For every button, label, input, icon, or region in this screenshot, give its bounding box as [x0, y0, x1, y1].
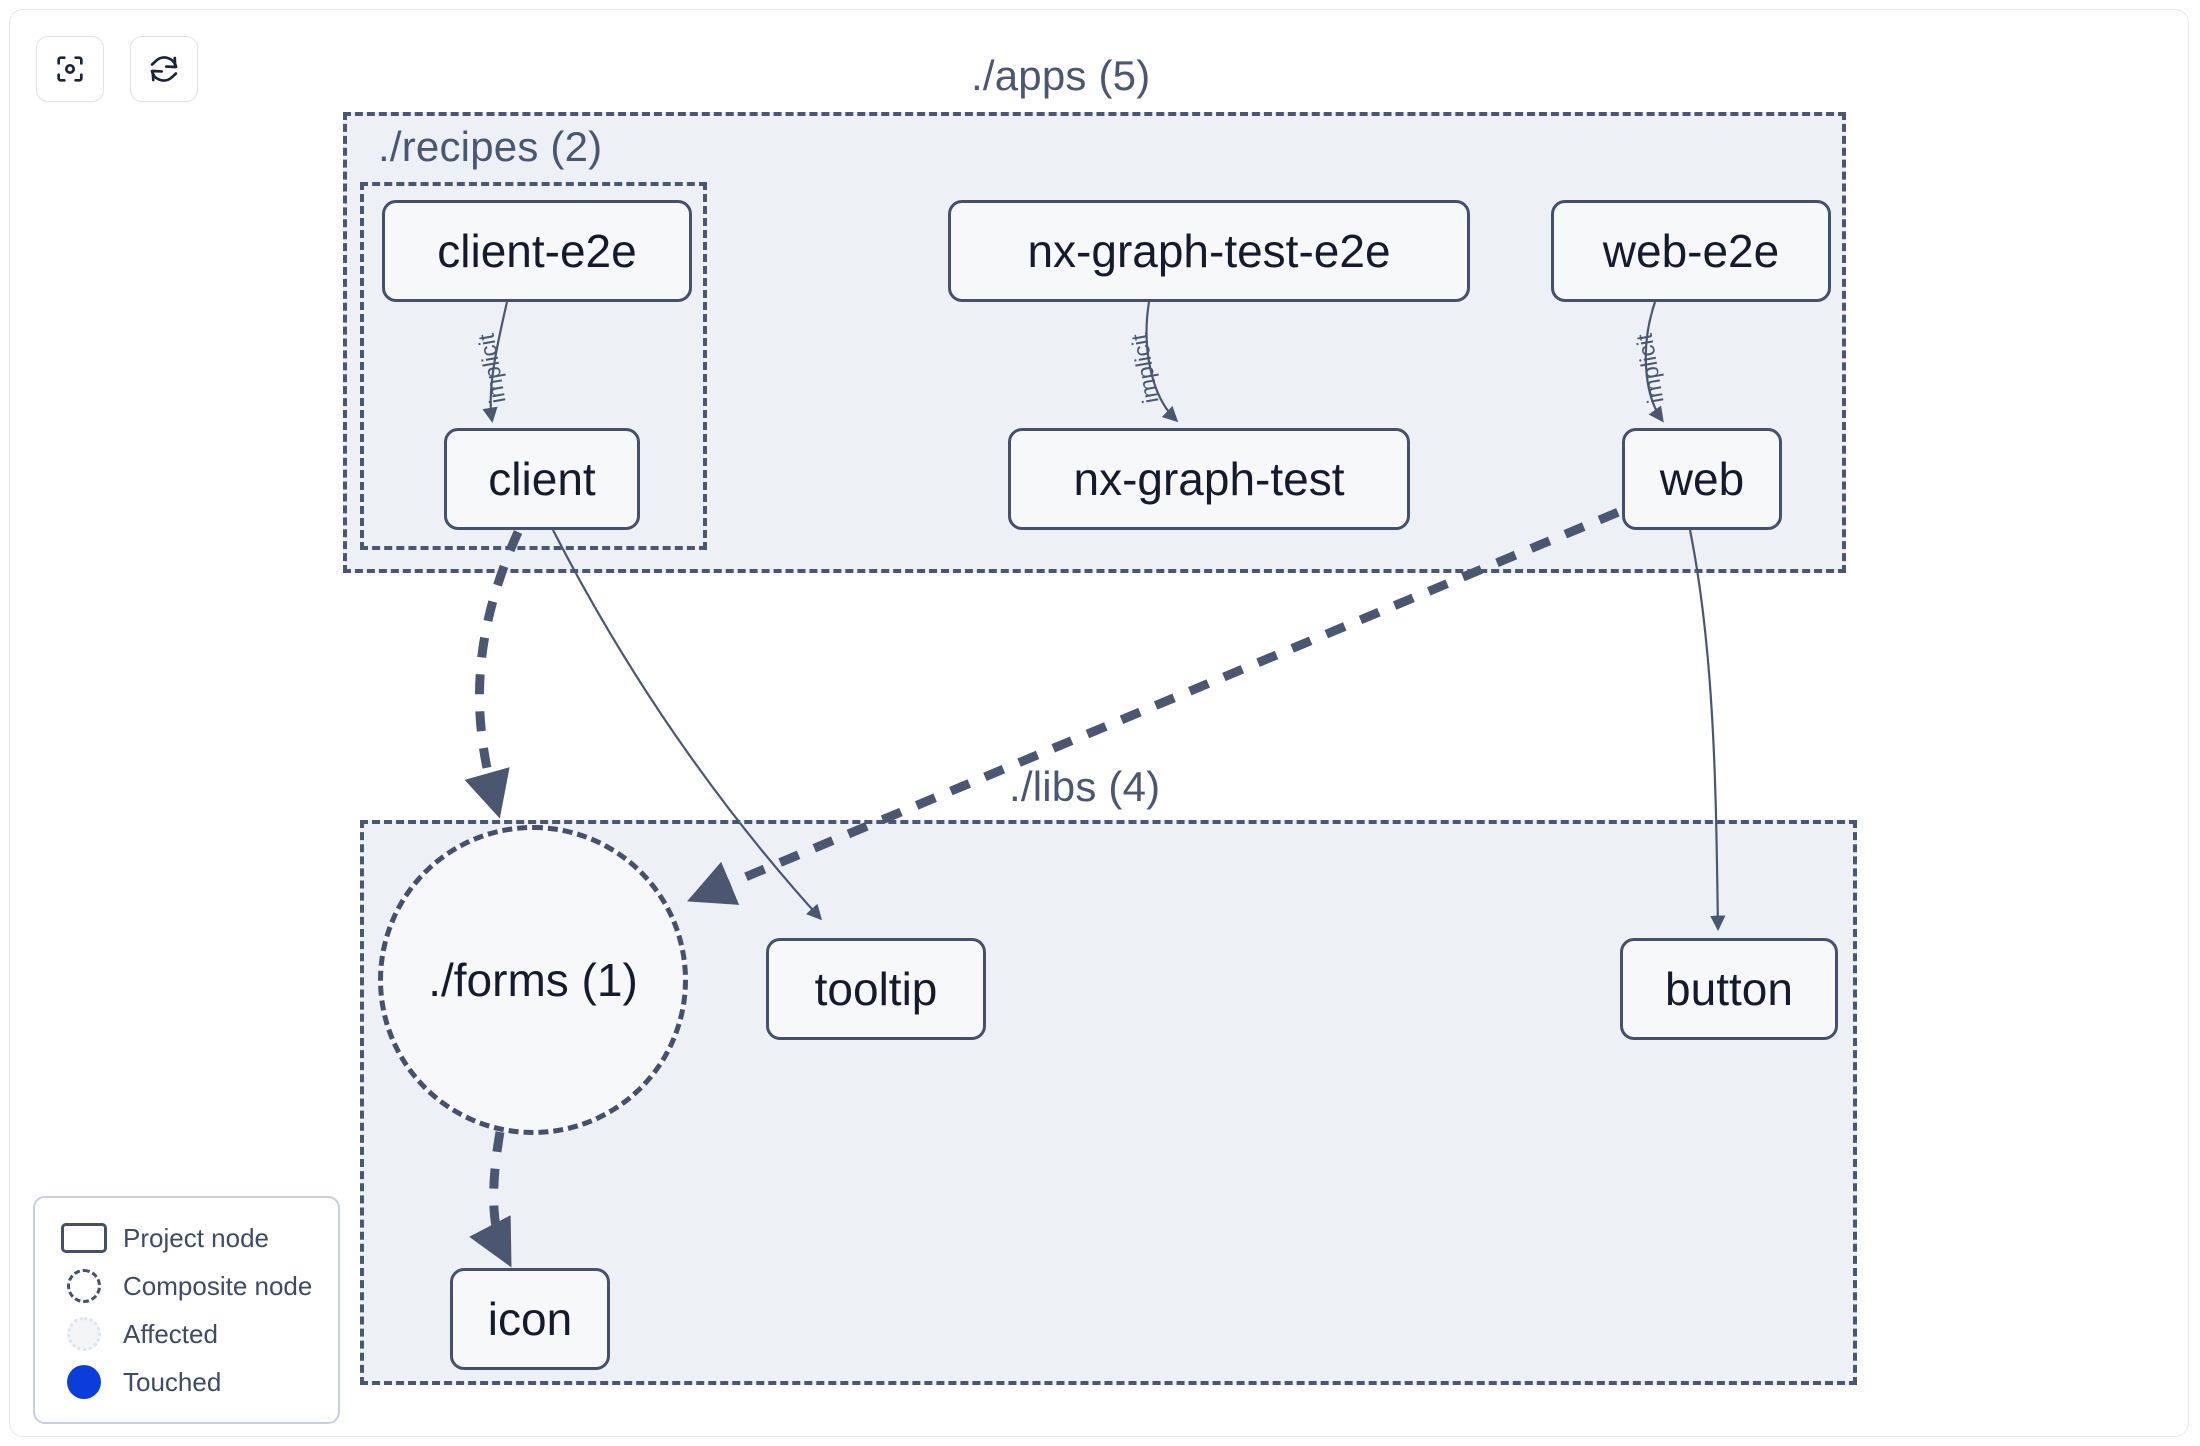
legend-item-affected: Affected	[53, 1310, 320, 1358]
refresh-icon	[147, 52, 181, 86]
node-web-e2e[interactable]: web-e2e	[1551, 200, 1831, 302]
focus-graph-button[interactable]	[36, 36, 104, 102]
node-label: web-e2e	[1602, 225, 1780, 277]
node-tooltip[interactable]: tooltip	[766, 938, 986, 1040]
node-nx-graph-test-e2e[interactable]: nx-graph-test-e2e	[948, 200, 1470, 302]
group-apps-label: ./apps (5)	[971, 52, 1151, 99]
node-label: nx-graph-test	[1073, 453, 1345, 505]
legend-label: Project node	[123, 1222, 269, 1253]
node-label: ./forms (1)	[428, 954, 638, 1006]
legend-label: Touched	[123, 1366, 222, 1397]
legend-item-composite-node: Composite node	[53, 1262, 320, 1310]
touched-node-icon	[53, 1365, 115, 1399]
focus-target-icon	[53, 52, 87, 86]
node-client-e2e[interactable]: client-e2e	[382, 200, 692, 302]
project-node-icon	[53, 1223, 115, 1253]
node-label: button	[1665, 963, 1793, 1015]
legend-label: Affected	[123, 1318, 218, 1349]
graph-toolbar	[36, 36, 198, 102]
refresh-graph-button[interactable]	[130, 36, 198, 102]
node-label: tooltip	[814, 963, 938, 1015]
node-label: web	[1659, 453, 1745, 505]
node-icon[interactable]: icon	[450, 1268, 610, 1370]
node-web[interactable]: web	[1622, 428, 1782, 530]
node-label: nx-graph-test-e2e	[1027, 225, 1391, 277]
affected-node-icon	[53, 1317, 115, 1351]
composite-node-icon	[53, 1269, 115, 1303]
group-recipes-label: ./recipes (2)	[378, 123, 603, 170]
node-label: client-e2e	[437, 225, 637, 277]
legend-item-project-node: Project node	[53, 1214, 320, 1262]
graph-legend: Project node Composite node Affected Tou…	[33, 1196, 340, 1424]
legend-item-touched: Touched	[53, 1358, 320, 1406]
node-nx-graph-test[interactable]: nx-graph-test	[1008, 428, 1410, 530]
node-label: icon	[487, 1293, 573, 1345]
node-button[interactable]: button	[1620, 938, 1838, 1040]
group-libs-label: ./libs (4)	[1009, 763, 1161, 810]
legend-label: Composite node	[123, 1270, 313, 1301]
node-client[interactable]: client	[444, 428, 640, 530]
node-forms-composite[interactable]: ./forms (1)	[378, 825, 688, 1135]
node-label: client	[488, 453, 596, 505]
